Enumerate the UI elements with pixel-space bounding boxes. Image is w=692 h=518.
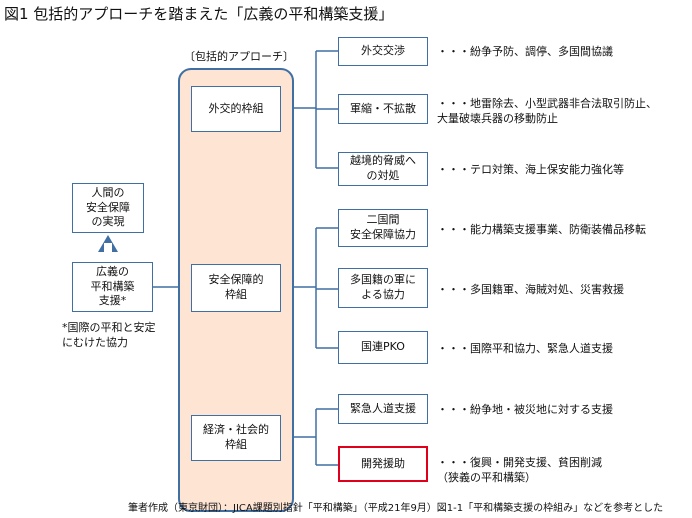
source-footer: 筆者作成（東京財団）：JICA課題別指針「平和構築」（平成21年9月）図1-1「…	[128, 503, 664, 514]
panel-label: 〔包括的アプローチ〕	[184, 50, 294, 63]
item-box-diplomatic-negotiation: 外交交渉	[338, 37, 428, 66]
item-box-bilateral-security: 二国間 安全保障協力	[338, 209, 428, 247]
footnote: *国際の平和と安定 にむけた協力	[62, 321, 156, 349]
item-box-humanitarian-aid: 緊急人道支援	[338, 394, 428, 424]
figure-title: 図1 包括的アプローチを踏まえた「広義の平和構築支援」	[4, 5, 394, 23]
item-box-disarmament: 軍縮・不拡散	[338, 94, 428, 124]
desc-humanitarian-aid: ・・・紛争地・被災地に対する支援	[437, 403, 613, 416]
up-arrow-icon	[98, 235, 118, 252]
desc-disarmament: ・・・地雷除去、小型武器非合法取引防止、 大量破壊兵器の移動防止	[437, 97, 657, 126]
desc-bilateral-security: ・・・能力構築支援事業、防衛装備品移転	[437, 223, 646, 236]
desc-transnational-threats: ・・・テロ対策、海上保安能力強化等	[437, 163, 624, 176]
item-box-development-aid: 開発援助	[338, 446, 428, 482]
framework-security: 安全保障的 枠組	[191, 264, 281, 312]
item-box-multinational-forces: 多国籍の軍に よる協力	[338, 268, 428, 308]
desc-development-aid: ・・・復興・開発支援、貧困削減 （狭義の平和構築）	[437, 456, 602, 485]
human-security-box: 人間の 安全保障 の実現	[72, 183, 144, 233]
item-box-un-pko: 国連PKO	[338, 331, 428, 364]
framework-economic: 経済・社会的 枠組	[191, 415, 281, 461]
desc-un-pko: ・・・国際平和協力、緊急人道支援	[437, 342, 613, 355]
desc-diplomatic-negotiation: ・・・紛争予防、調停、多国間協議	[437, 45, 613, 58]
broad-peacebuilding-box: 広義の 平和構築 支援*	[72, 262, 153, 312]
item-box-transnational-threats: 越境的脅威へ の対処	[338, 152, 428, 186]
desc-multinational-forces: ・・・多国籍軍、海賊対処、災害救援	[437, 283, 624, 296]
framework-diplomatic: 外交的枠組	[191, 86, 281, 132]
